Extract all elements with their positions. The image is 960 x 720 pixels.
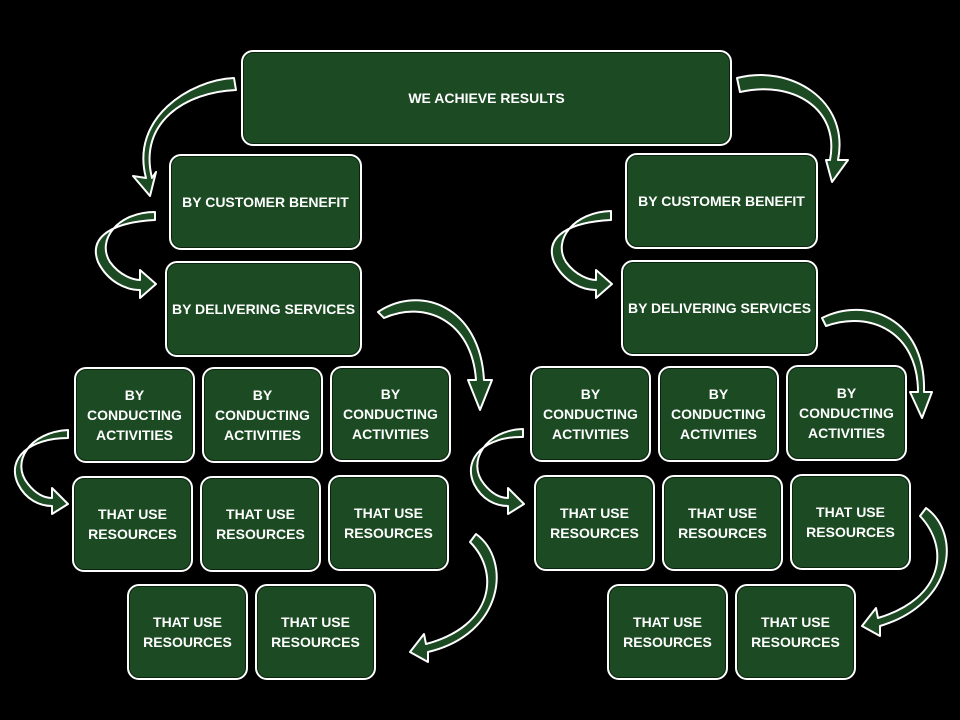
right-delivering-services-box: BY DELIVERING SERVICES bbox=[621, 260, 818, 356]
right-resources-box-2: THAT USE RESOURCES bbox=[662, 475, 783, 571]
curved-arrow-left-services-to-activities bbox=[377, 299, 493, 411]
box-label: BY CONDUCTING ACTIVITIES bbox=[87, 387, 182, 443]
we-achieve-results-box: WE ACHIEVE RESULTS bbox=[241, 50, 732, 146]
curved-arrow-right-activities-to-resources bbox=[469, 428, 525, 515]
right-activities-box-2: BY CONDUCTING ACTIVITIES bbox=[658, 366, 779, 462]
box-label: THAT USE RESOURCES bbox=[550, 505, 639, 541]
box-label: WE ACHIEVE RESULTS bbox=[408, 90, 565, 106]
box-label: THAT USE RESOURCES bbox=[751, 614, 840, 650]
curved-arrow-right-resources-down bbox=[861, 507, 948, 637]
right-activities-box-1: BY CONDUCTING ACTIVITIES bbox=[530, 366, 651, 462]
curved-arrow-top-to-right-benefit bbox=[736, 73, 849, 183]
left-activities-box-2: BY CONDUCTING ACTIVITIES bbox=[202, 367, 323, 463]
box-label: BY CONDUCTING ACTIVITIES bbox=[543, 386, 638, 442]
left-resources-box-4: THAT USE RESOURCES bbox=[127, 584, 248, 680]
box-label: THAT USE RESOURCES bbox=[143, 614, 232, 650]
curved-arrow-left-resources-down bbox=[409, 533, 498, 663]
box-label: BY DELIVERING SERVICES bbox=[627, 300, 812, 316]
box-label: BY DELIVERING SERVICES bbox=[171, 301, 356, 317]
box-label: BY CUSTOMER BENEFIT bbox=[182, 194, 349, 210]
box-label: THAT USE RESOURCES bbox=[88, 506, 177, 542]
left-resources-box-1: THAT USE RESOURCES bbox=[72, 476, 193, 572]
right-resources-box-5: THAT USE RESOURCES bbox=[735, 584, 856, 680]
left-resources-box-3: THAT USE RESOURCES bbox=[328, 475, 449, 571]
box-label: THAT USE RESOURCES bbox=[271, 614, 360, 650]
right-activities-box-3: BY CONDUCTING ACTIVITIES bbox=[786, 365, 907, 461]
right-resources-box-3: THAT USE RESOURCES bbox=[790, 474, 911, 570]
right-resources-box-4: THAT USE RESOURCES bbox=[607, 584, 728, 680]
right-resources-box-1: THAT USE RESOURCES bbox=[534, 475, 655, 571]
right-customer-benefit-box: BY CUSTOMER BENEFIT bbox=[625, 153, 818, 249]
curved-arrow-left-benefit-to-delivering bbox=[95, 211, 157, 299]
left-customer-benefit-box: BY CUSTOMER BENEFIT bbox=[169, 154, 362, 250]
box-label: BY CONDUCTING ACTIVITIES bbox=[343, 386, 438, 442]
left-activities-box-1: BY CONDUCTING ACTIVITIES bbox=[74, 367, 195, 463]
box-label: BY CONDUCTING ACTIVITIES bbox=[215, 387, 310, 443]
box-label: THAT USE RESOURCES bbox=[216, 506, 305, 542]
box-label: BY CONDUCTING ACTIVITIES bbox=[799, 385, 894, 441]
box-label: BY CUSTOMER BENEFIT bbox=[638, 193, 805, 209]
left-resources-box-5: THAT USE RESOURCES bbox=[255, 584, 376, 680]
left-delivering-services-box: BY DELIVERING SERVICES bbox=[165, 261, 362, 357]
box-label: THAT USE RESOURCES bbox=[806, 504, 895, 540]
left-resources-box-2: THAT USE RESOURCES bbox=[200, 476, 321, 572]
curved-arrow-left-activities-to-resources bbox=[13, 429, 69, 515]
curved-arrow-right-benefit-to-delivering bbox=[551, 210, 613, 299]
curved-arrow-right-services-to-activities bbox=[821, 308, 933, 419]
curved-arrow-top-to-left-benefit bbox=[132, 77, 237, 197]
left-activities-box-3: BY CONDUCTING ACTIVITIES bbox=[330, 366, 451, 462]
box-label: THAT USE RESOURCES bbox=[678, 505, 767, 541]
box-label: THAT USE RESOURCES bbox=[344, 505, 433, 541]
box-label: BY CONDUCTING ACTIVITIES bbox=[671, 386, 766, 442]
box-label: THAT USE RESOURCES bbox=[623, 614, 712, 650]
